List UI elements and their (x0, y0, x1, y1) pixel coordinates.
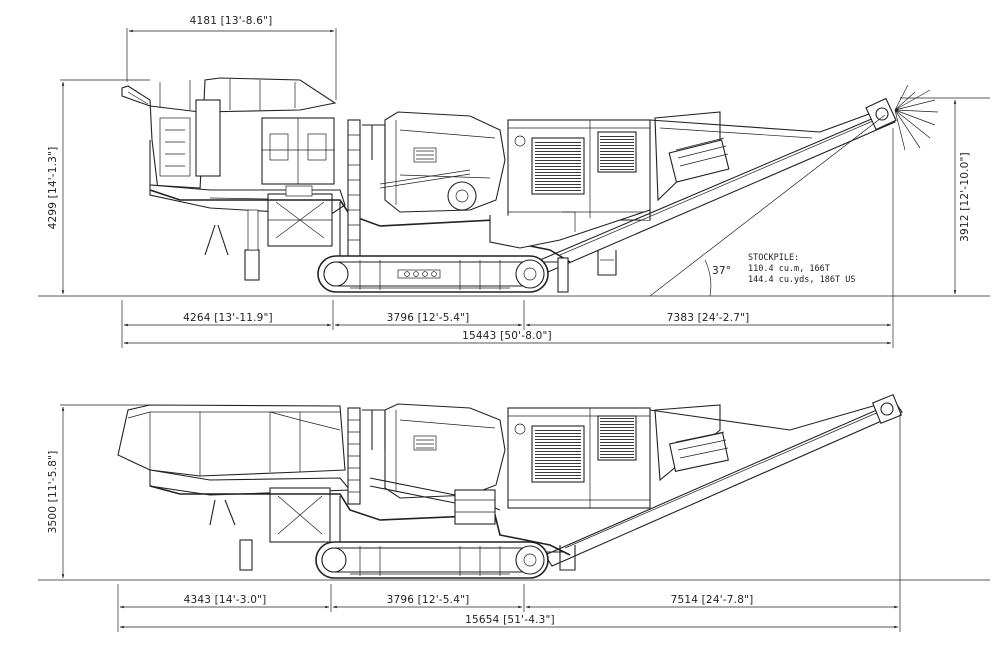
hopper-width-label: 4181 [13'-8.6"] (190, 15, 273, 27)
crusher-machine-bottom (117, 393, 903, 579)
front-segment-label-bottom: 4343 [14'-3.0"] (184, 594, 267, 606)
stockpile-imperial: 144.4 cu.yds, 186T US (748, 275, 855, 285)
overall-length-label: 15443 [50'-8.0"] (462, 330, 552, 342)
front-segment-label: 4264 [13'-11.9"] (183, 312, 273, 324)
transport-length-dimension: 4343 [14'-3.0"] 3796 [12'-5.4"] 7514 [24… (117, 414, 901, 632)
top-elevation-view: 4181 [13'-8.6"] 4299 [14'-1.3"] 3912 [12… (38, 15, 990, 348)
crawler-track-bottom (315, 541, 549, 579)
track-segment-label: 3796 [12'-5.4"] (387, 312, 470, 324)
overall-height-dimension: 4299 [14'-1.3"] (47, 79, 150, 295)
overall-height-label: 4299 [14'-1.3"] (47, 147, 59, 230)
stockpile-slope (649, 114, 886, 297)
angle-label: 37° (712, 265, 731, 277)
transport-height-dimension: 3500 [11'-5.8"] (47, 404, 150, 579)
angle-arc (704, 259, 712, 297)
bottom-elevation-view: 3500 [11'-5.8"] (38, 393, 990, 632)
length-segments-dimension: 4264 [13'-11.9"] 3796 [12'-5.4"] 7383 [2… (121, 128, 894, 348)
rear-segment-label-bottom: 7514 [24'-7.8"] (671, 594, 754, 606)
stockpile-metric: 110.4 cu.m, 166T (748, 264, 830, 274)
transport-height-label: 3500 [11'-5.8"] (47, 451, 59, 534)
rear-segment-label: 7383 [24'-2.7"] (667, 312, 750, 324)
stockpile-title: STOCKPILE: (748, 253, 799, 263)
conveyor-height-label: 3912 [12'-10.0"] (959, 152, 971, 242)
overall-length-label-bottom: 15654 [51'-4.3"] (465, 614, 555, 626)
conveyor-height-dimension: 3912 [12'-10.0"] (900, 97, 990, 295)
track-segment-label-bottom: 3796 [12'-5.4"] (387, 594, 470, 606)
hopper-width-dimension: 4181 [13'-8.6"] (126, 15, 337, 100)
stockpile-note: STOCKPILE: 110.4 cu.m, 166T 144.4 cu.yds… (748, 253, 855, 285)
crusher-machine-top: 37° (121, 77, 939, 297)
